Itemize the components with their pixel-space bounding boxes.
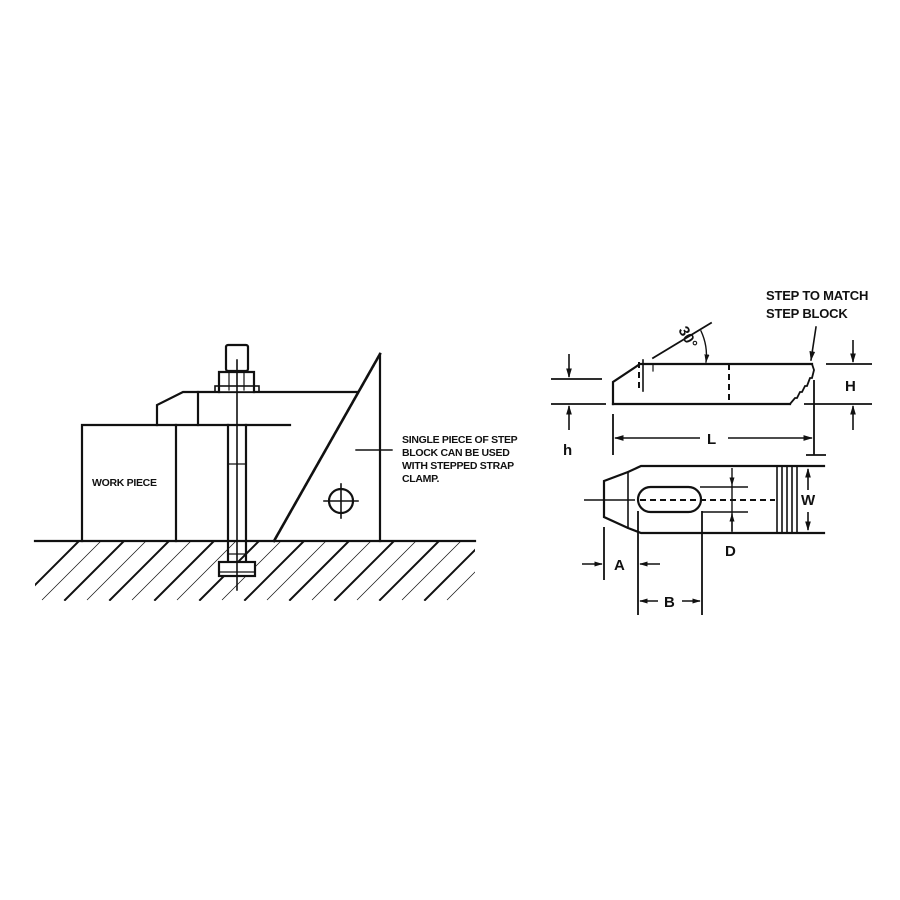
dimension-A-label: A [614,557,625,574]
dimension-h-label: h [563,442,572,459]
serrated-end [776,465,798,534]
workpiece-block: WORK PIECE [80,423,178,543]
strap-clamp-detail-view: 30° STEP TO MATCH STEP BLOCK h H [551,288,872,615]
clamp-side-view: 30° STEP TO MATCH STEP BLOCK h H [551,288,872,459]
step-callout: STEP TO MATCH STEP BLOCK [766,288,872,321]
crosshair-hole-icon [323,483,359,519]
clamp-top-view: D W A B [582,464,826,615]
dimension-W-label: W [801,492,816,509]
dimension-B-label: B [664,594,675,611]
dimension-D-label: D [725,543,736,560]
step-block: SINGLE PIECE OF STEP BLOCK CAN BE USED W… [272,352,520,543]
dimension-H-label: H [845,378,856,395]
strap-clamp [155,390,359,427]
angle-label: 30° [675,324,701,352]
table-ground-hatch [33,539,477,601]
step-block-note: SINGLE PIECE OF STEP BLOCK CAN BE USED W… [402,434,520,485]
dimension-L-label: L [707,431,716,448]
workpiece-label: WORK PIECE [92,477,157,489]
clamp-assembly-view: WORK PIECE SINGLE PIECE OF STEP BLOCK CA… [33,343,520,601]
stud-bolt [214,343,260,591]
